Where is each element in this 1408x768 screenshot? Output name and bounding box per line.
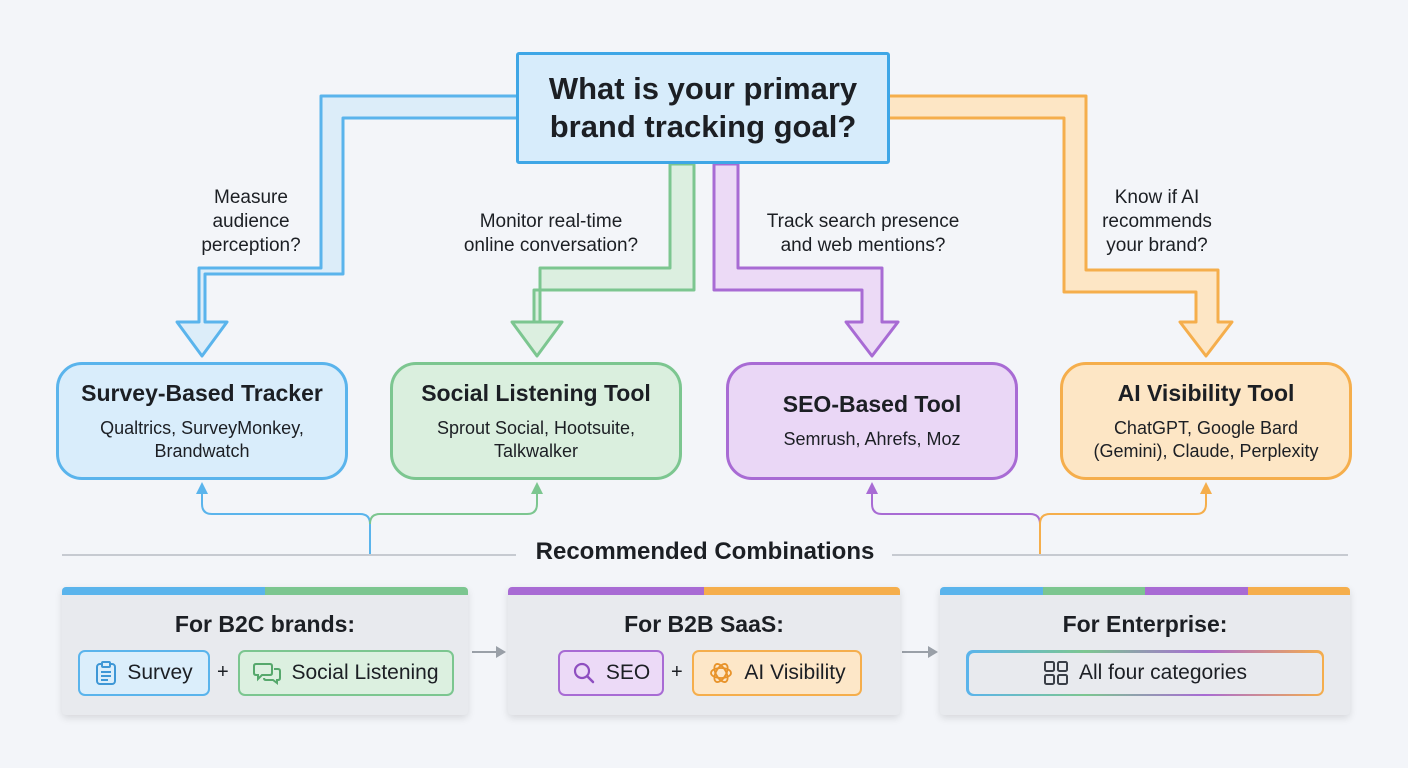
section-title: Recommended Combinations [520,538,890,566]
chip-label: AI Visibility [744,661,846,684]
tool-seo-based: SEO-Based Tool Semrush, Ahrefs, Moz [726,362,1018,480]
clipboard-icon [96,661,117,685]
chip-ai-visibility: AI Visibility [692,650,862,696]
arrowhead-up [531,482,543,494]
chip-label: Social Listening [291,661,439,684]
combo-b2b-saas: For B2B SaaS: SEO + AI Visibility [508,587,900,715]
tool-examples: Sprout Social, Hootsuite, Talkwalker [436,417,636,461]
chip-inner: All four categories [968,652,1322,694]
plus-sign: + [217,661,229,683]
tool-ai-visibility: AI Visibility Tool ChatGPT, Google Bard … [1060,362,1352,480]
combo-color-bar [508,587,900,595]
tool-examples: Semrush, Ahrefs, Moz [783,429,961,449]
divider-right [892,554,1348,556]
combo-title: For B2C brands: [174,611,356,637]
combo-title: For Enterprise: [1062,611,1228,637]
tool-title: Social Listening Tool [421,379,651,406]
tool-examples: Qualtrics, SurveyMonkey, Brandwatch [100,417,304,461]
chip-seo: SEO [558,650,664,696]
arrow-social [510,162,696,358]
tool-social-listening: Social Listening Tool Sprout Social, Hoo… [390,362,682,480]
tool-survey-based: Survey-Based Tracker Qualtrics, SurveyMo… [56,362,348,480]
arrowhead-up [866,482,878,494]
chip-label: All four categories [1078,661,1248,684]
tool-title: SEO-Based Tool [782,391,962,417]
chip-all-four: All four categories [966,650,1324,696]
question-box: What is your primary brand tracking goal… [516,52,890,164]
ai-spiral-icon [710,663,733,683]
combo-color-bar [62,587,468,595]
chip-label: Survey [127,661,193,684]
chip-survey: Survey [78,650,210,696]
branch-label-seo: Track search presence and web mentions? [766,211,960,256]
chip-social-listening: Social Listening [238,650,454,696]
combo-arrow-1 [472,646,506,658]
combo-color-bar [940,587,1350,595]
tool-title: AI Visibility Tool [1117,379,1295,406]
question-line-2: brand tracking goal? [549,109,857,144]
arrowhead-up [196,482,208,494]
grid-icon [1043,661,1068,685]
chip-label: SEO [605,661,651,684]
branch-label-social: Monitor real-time online conversation? [463,211,639,256]
question-line-1: What is your primary [548,71,858,106]
arrow-seo [712,162,900,358]
arrow-survey [175,94,516,358]
combo-title: For B2B SaaS: [624,611,784,637]
combo-arrow-2 [902,646,938,658]
branch-label-ai: Know if AI recommends your brand? [1102,187,1212,256]
return-arrows-right [871,486,1207,554]
plus-sign: + [671,661,683,683]
branch-label-survey: Measure audience perception? [201,187,301,256]
divider-left [62,554,516,556]
tool-examples: ChatGPT, Google Bard (Gemini), Claude, P… [1093,417,1319,461]
arrowhead-up [1200,482,1212,494]
search-icon [573,662,595,684]
arrow-ai [890,94,1234,358]
combo-b2c: For B2C brands: Survey + Social Listenin… [62,587,468,715]
chat-bubbles-icon [253,663,282,685]
return-arrows-left [201,486,538,554]
tool-title: Survey-Based Tracker [81,379,323,406]
combo-enterprise: For Enterprise: All four categories [940,587,1350,715]
